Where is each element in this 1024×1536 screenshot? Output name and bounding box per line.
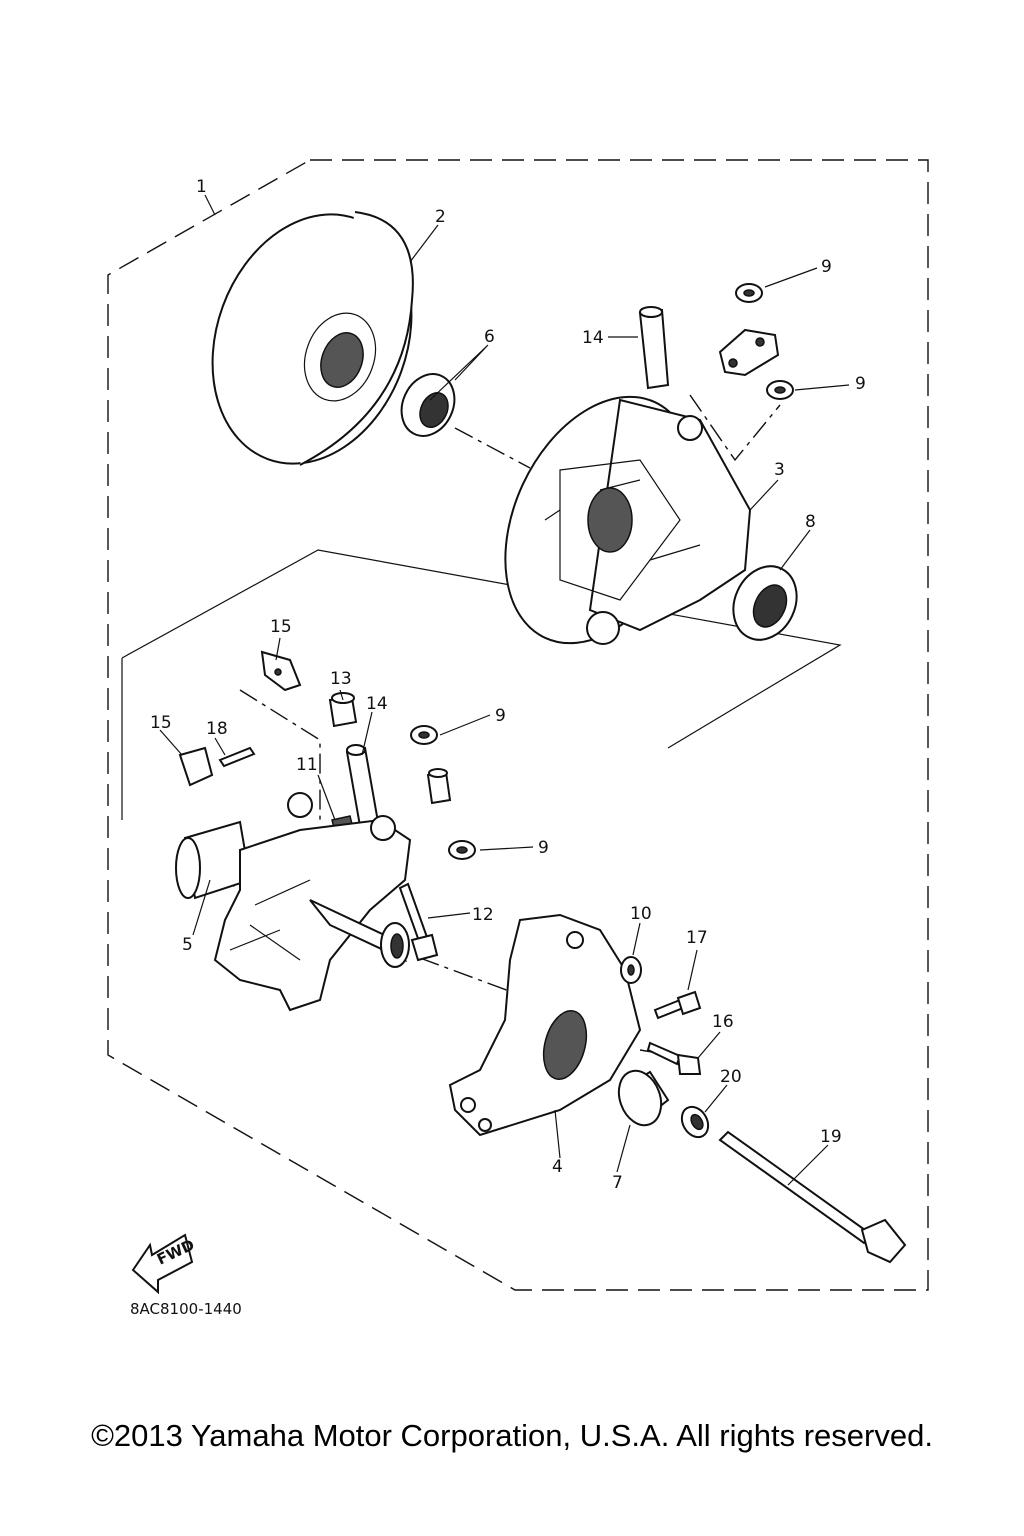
- subassembly-boundary: [121, 549, 842, 820]
- long-bolt-part: [718, 1130, 907, 1264]
- pin-lower-part: [345, 744, 380, 828]
- callout-12: 12: [472, 905, 494, 925]
- sheave-disc-part: [211, 211, 414, 466]
- callout-17: 17: [686, 928, 708, 948]
- callout-14-a: 14: [582, 328, 604, 348]
- leader-lines: [159, 194, 850, 1186]
- callout-3: 3: [774, 460, 785, 480]
- callout-13: 13: [330, 669, 352, 689]
- callout-18: 18: [206, 719, 228, 739]
- washer-lower-part: [410, 725, 476, 860]
- spring-washer-part: [680, 1105, 710, 1139]
- callout-8: 8: [805, 512, 816, 532]
- bolt-17-part: [653, 990, 702, 1020]
- cover-plate-part: [448, 913, 642, 1137]
- callout-15-b: 15: [150, 713, 172, 733]
- callout-1: 1: [196, 177, 207, 197]
- washer-small-part: [620, 956, 642, 984]
- fwd-arrow-icon: FWD: [131, 1233, 197, 1295]
- callout-6: 6: [484, 327, 495, 347]
- drawing-code: 8AC8100-1440: [130, 1300, 242, 1318]
- callout-9-b: 9: [855, 374, 866, 394]
- clip-lower-part: [178, 746, 214, 787]
- callout-11: 11: [296, 755, 318, 775]
- callout-9-d: 9: [538, 838, 549, 858]
- callout-7: 7: [612, 1173, 623, 1193]
- weight-arm-part: [718, 328, 780, 377]
- roller-part: [617, 1069, 670, 1127]
- movable-sheave-part: [504, 395, 752, 645]
- callout-14-b: 14: [366, 694, 388, 714]
- callout-5: 5: [182, 935, 193, 955]
- callout-9-a: 9: [821, 257, 832, 277]
- callout-9-c: 9: [495, 706, 506, 726]
- callouts: 1 2 3 4 5 6 7 8 9 9 9 9 10 11 12 13 14 1…: [150, 177, 866, 1193]
- assembly-boundary: [107, 159, 929, 1291]
- bolt-part: [398, 882, 439, 962]
- pin-upper-part: [638, 306, 670, 390]
- clip-upper-part: [260, 650, 302, 692]
- bolt-16-part: [646, 1041, 702, 1075]
- callout-20: 20: [720, 1067, 742, 1087]
- callout-10: 10: [630, 904, 652, 924]
- dowel-pin-part: [218, 746, 256, 768]
- spider-hub-part: [175, 792, 412, 1012]
- callout-2: 2: [435, 207, 446, 227]
- callout-16: 16: [712, 1012, 734, 1032]
- callout-15-a: 15: [270, 617, 292, 637]
- copyright-notice: ©2013 Yamaha Motor Corporation, U.S.A. A…: [91, 1418, 933, 1453]
- callout-19: 19: [820, 1127, 842, 1147]
- washer-part: [735, 283, 794, 400]
- callout-4: 4: [552, 1157, 563, 1177]
